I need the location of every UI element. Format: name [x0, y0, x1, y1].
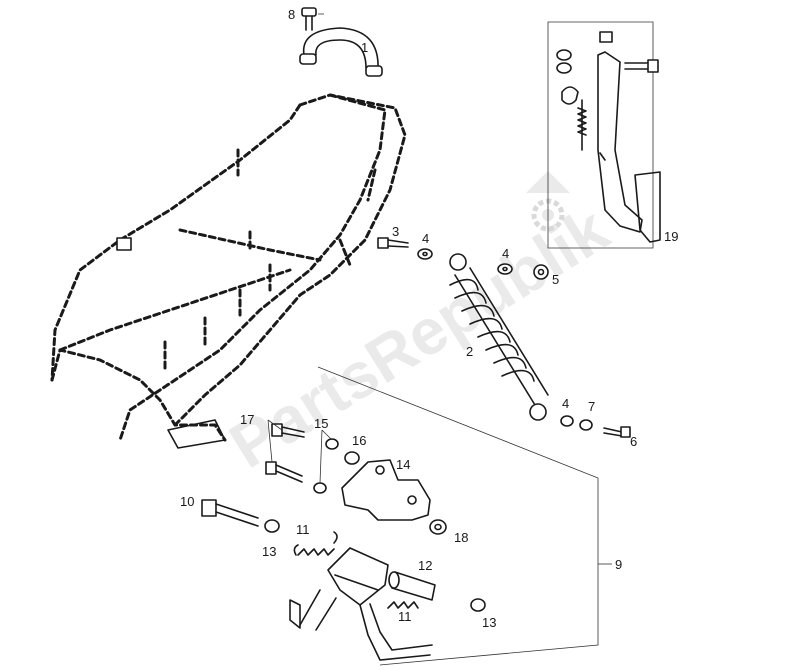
part-10-bolt[interactable] — [201, 499, 259, 527]
part-4-washer-upper-right[interactable] — [497, 263, 513, 275]
part-7-washer[interactable] — [579, 419, 593, 431]
part-9-center-stand[interactable] — [289, 547, 433, 661]
part-11-spring-lower[interactable] — [387, 601, 419, 609]
callout-13a: 13 — [262, 544, 276, 559]
part-1-grab-handle[interactable] — [299, 27, 383, 77]
part-15-washer-upper[interactable] — [325, 438, 339, 450]
callout-18: 18 — [454, 530, 468, 545]
callout-9: 9 — [615, 557, 622, 572]
part-17-bolt-lower[interactable] — [265, 461, 303, 483]
part-6-bolt[interactable] — [603, 426, 631, 438]
callout-12: 12 — [418, 558, 432, 573]
callout-16: 16 — [352, 433, 366, 448]
part-2-shock-absorber[interactable] — [449, 253, 549, 421]
part-3-bolt[interactable] — [377, 237, 409, 249]
callout-3: 3 — [392, 224, 399, 239]
callout-5: 5 — [552, 272, 559, 287]
callout-6: 6 — [630, 434, 637, 449]
part-18-bushing[interactable] — [429, 519, 447, 535]
part-13-washer-upper[interactable] — [264, 519, 280, 533]
callout-14: 14 — [396, 457, 410, 472]
callout-1: 1 — [361, 40, 368, 55]
part-16-spacer[interactable] — [344, 451, 360, 465]
callout-15: 15 — [314, 416, 328, 431]
part-4-washer-lower[interactable] — [560, 415, 574, 427]
part-8-screw[interactable] — [301, 7, 317, 31]
callout-11b: 11 — [398, 609, 412, 624]
callout-2: 2 — [466, 344, 473, 359]
part-4-washer-upper-left[interactable] — [417, 248, 433, 260]
callout-10: 10 — [180, 494, 194, 509]
part-12-pivot-pin[interactable] — [388, 571, 436, 601]
callout-4b: 4 — [502, 246, 509, 261]
callout-4c: 4 — [562, 396, 569, 411]
callout-4a: 4 — [422, 231, 429, 246]
part-13-washer-lower[interactable] — [470, 598, 486, 612]
callout-8: 8 — [288, 7, 295, 22]
part-14-stand-bracket[interactable] — [341, 459, 431, 521]
part-19-side-stand-kit[interactable] — [547, 21, 661, 249]
callout-19: 19 — [664, 229, 678, 244]
part-15-washer-lower[interactable] — [313, 482, 327, 494]
leader-lines — [267, 13, 333, 484]
callout-7: 7 — [588, 399, 595, 414]
callout-13b: 13 — [482, 615, 496, 630]
watermark-text: PartsRepublik — [217, 193, 620, 482]
part-11-spring-upper[interactable] — [293, 531, 338, 556]
callout-labels: 1 8 3 4 4 5 2 4 7 6 19 17 15 16 14 10 18… — [180, 7, 678, 630]
callout-11a: 11 — [296, 522, 310, 537]
part-9-group-bracket — [317, 366, 612, 666]
frame-outline — [50, 93, 407, 449]
callout-17: 17 — [240, 412, 254, 427]
part-5-nut[interactable] — [533, 264, 549, 280]
